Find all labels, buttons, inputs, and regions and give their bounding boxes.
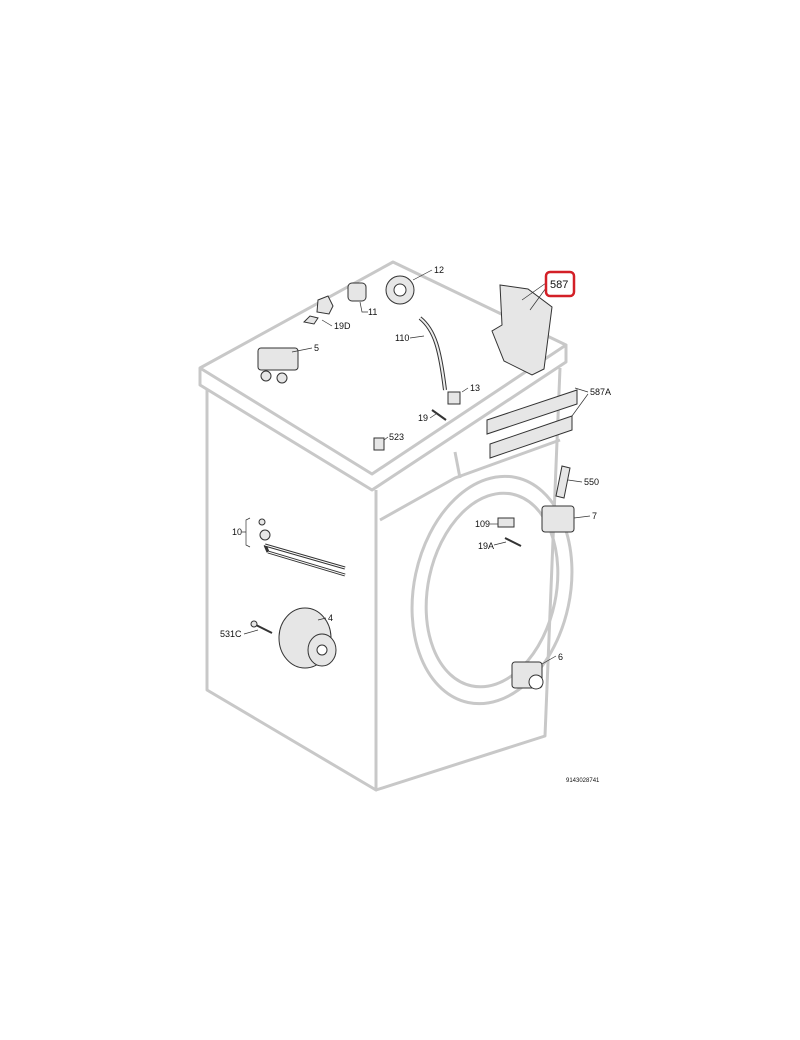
part-109[interactable]: 109 <box>475 517 515 529</box>
part-19D[interactable]: 19D <box>302 295 351 331</box>
part-10-heater[interactable]: 10 <box>232 517 346 577</box>
part-4-motor[interactable]: 4 <box>278 607 337 669</box>
part-550-door-lock[interactable]: 550 <box>555 465 599 499</box>
part-19[interactable]: 19 <box>418 409 447 423</box>
part-6-drain-pump[interactable]: 6 <box>511 652 563 690</box>
label-4: 4 <box>328 613 333 623</box>
part-531C-screw[interactable]: 531C <box>220 620 273 639</box>
label-7: 7 <box>592 511 597 521</box>
part-12-pressure-switch[interactable]: 12 <box>385 265 444 305</box>
part-587A-control-board[interactable]: 587A <box>486 387 611 459</box>
label-587: 587 <box>550 279 568 291</box>
part-13[interactable]: 13 <box>447 383 480 405</box>
part-11-capacitor[interactable]: 11 <box>347 282 377 317</box>
part-19A[interactable]: 19A <box>478 537 522 551</box>
label-523: 523 <box>389 432 404 442</box>
label-11: 11 <box>368 307 377 317</box>
label-110: 110 <box>395 333 409 343</box>
label-6: 6 <box>558 652 563 662</box>
label-13: 13 <box>470 383 480 393</box>
drawing-number: 9143028741 <box>566 778 600 784</box>
label-19D: 19D <box>334 321 351 331</box>
label-12: 12 <box>434 265 444 275</box>
label-10: 10 <box>232 527 242 537</box>
label-531C: 531C <box>220 629 242 639</box>
label-5: 5 <box>314 343 319 353</box>
label-587A: 587A <box>590 387 611 397</box>
part-7-interlock[interactable]: 7 <box>541 505 597 533</box>
machine-outline <box>198 260 574 792</box>
label-109: 109 <box>475 519 490 529</box>
part-523[interactable]: 523 <box>373 432 404 451</box>
part-587-dispenser[interactable]: 587 <box>491 270 576 376</box>
label-550: 550 <box>584 477 599 487</box>
label-19A: 19A <box>478 541 494 551</box>
highlight-box <box>544 270 576 298</box>
label-19: 19 <box>418 413 428 423</box>
part-110-hose[interactable]: 110 <box>395 316 447 391</box>
part-5-inlet-valve[interactable]: 5 <box>257 343 319 384</box>
